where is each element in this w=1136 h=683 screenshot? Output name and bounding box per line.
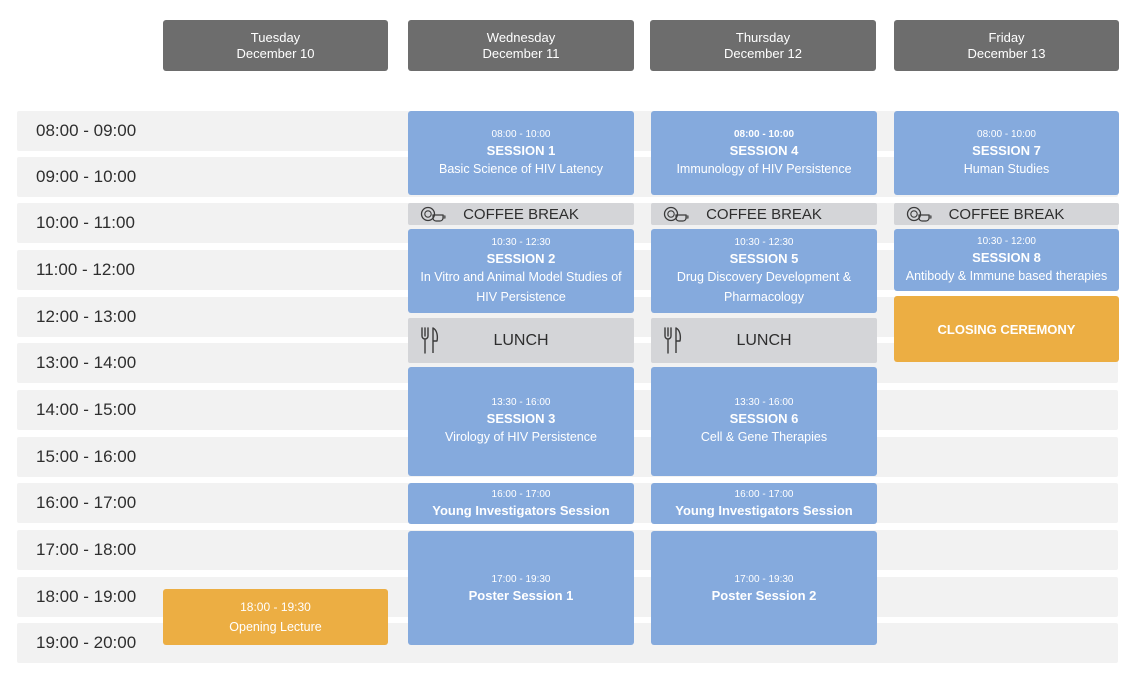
session-time: 08:00 - 10:00 bbox=[491, 128, 551, 140]
lunch-block: LUNCH bbox=[408, 318, 634, 363]
day-name: Tuesday bbox=[250, 29, 301, 45]
coffee-cup-icon bbox=[906, 206, 932, 222]
session-title: Opening Lecture bbox=[229, 620, 322, 634]
session-title: SESSION 5 bbox=[729, 250, 799, 266]
session-time: 16:00 - 17:00 bbox=[734, 489, 794, 500]
session-time: 08:00 - 10:00 bbox=[733, 128, 795, 140]
session-title: SESSION 8 bbox=[972, 249, 1041, 265]
day-name: Wednesday bbox=[486, 29, 556, 45]
time-slot-label: 18:00 - 19:00 bbox=[36, 587, 137, 606]
young-investigators-block[interactable]: 16:00 - 17:00 Young Investigators Sessio… bbox=[651, 483, 877, 524]
coffee-break-block: COFFEE BREAK bbox=[408, 203, 634, 225]
session-description: Immunology of HIV Persistence bbox=[676, 161, 852, 176]
closing-ceremony-block[interactable]: CLOSING CEREMONY bbox=[894, 296, 1119, 362]
break-label: COFFEE BREAK bbox=[706, 205, 822, 223]
session-title: Young Investigators Session bbox=[432, 503, 610, 518]
session-title: Poster Session 2 bbox=[711, 587, 817, 603]
fork-knife-icon bbox=[420, 326, 440, 356]
time-slot-label: 13:00 - 14:00 bbox=[36, 353, 137, 372]
day-header-tuesday: Tuesday December 10 bbox=[163, 20, 388, 71]
time-slot-label: 11:00 - 12:00 bbox=[36, 260, 135, 279]
break-label: COFFEE BREAK bbox=[463, 205, 579, 223]
coffee-break-block: COFFEE BREAK bbox=[651, 203, 877, 225]
fork-knife-icon bbox=[663, 326, 683, 356]
poster-session-block[interactable]: 17:00 - 19:30 Poster Session 1 bbox=[408, 531, 634, 645]
time-slot-label: 17:00 - 18:00 bbox=[36, 540, 137, 559]
session-description: Virology of HIV Persistence bbox=[445, 430, 597, 444]
opening-lecture-block[interactable]: 18:00 - 19:30 Opening Lecture bbox=[163, 589, 388, 645]
session-title: SESSION 6 bbox=[729, 411, 799, 426]
session-time: 10:30 - 12:00 bbox=[977, 235, 1036, 247]
session-2-block[interactable]: 10:30 - 12:30 SESSION 2 In Vitro and Ani… bbox=[408, 229, 634, 313]
session-title: SESSION 3 bbox=[486, 411, 556, 426]
session-description: In Vitro and Animal Model Studies of bbox=[420, 269, 622, 284]
time-slot-label: 08:00 - 09:00 bbox=[36, 121, 137, 140]
day-date: December 12 bbox=[723, 45, 803, 61]
coffee-cup-icon bbox=[420, 206, 446, 222]
break-label: LUNCH bbox=[736, 331, 792, 349]
day-name: Thursday bbox=[735, 29, 791, 45]
day-date: December 10 bbox=[236, 45, 315, 61]
day-name: Friday bbox=[988, 29, 1025, 45]
session-5-block[interactable]: 10:30 - 12:30 SESSION 5 Drug Discovery D… bbox=[651, 229, 877, 313]
session-title: SESSION 4 bbox=[729, 142, 799, 158]
break-label: LUNCH bbox=[493, 331, 549, 349]
session-description: Basic Science of HIV Latency bbox=[439, 161, 603, 176]
session-4-block[interactable]: 08:00 - 10:00 SESSION 4 Immunology of HI… bbox=[651, 111, 877, 195]
session-time: 18:00 - 19:30 bbox=[240, 600, 311, 614]
session-title: SESSION 1 bbox=[486, 142, 556, 158]
session-time: 10:30 - 12:30 bbox=[491, 236, 551, 248]
session-title: Young Investigators Session bbox=[675, 503, 853, 518]
session-time: 13:30 - 16:00 bbox=[734, 397, 794, 408]
session-description: HIV Persistence bbox=[476, 289, 566, 304]
day-header-friday: Friday December 13 bbox=[894, 20, 1119, 71]
session-description: Pharmacology bbox=[724, 289, 804, 304]
coffee-cup-icon bbox=[663, 206, 689, 222]
time-slot-label: 15:00 - 16:00 bbox=[36, 447, 137, 466]
session-time: 10:30 - 12:30 bbox=[734, 236, 794, 248]
session-time: 13:30 - 16:00 bbox=[491, 397, 551, 408]
lunch-block: LUNCH bbox=[651, 318, 877, 363]
day-header-wednesday: Wednesday December 11 bbox=[408, 20, 634, 71]
session-title: SESSION 7 bbox=[972, 142, 1041, 158]
time-slot-label: 19:00 - 20:00 bbox=[36, 633, 137, 652]
session-time: 08:00 - 10:00 bbox=[977, 128, 1036, 140]
session-6-block[interactable]: 13:30 - 16:00 SESSION 6 Cell & Gene Ther… bbox=[651, 367, 877, 476]
session-title: CLOSING CEREMONY bbox=[937, 321, 1076, 337]
session-title: Poster Session 1 bbox=[468, 587, 574, 603]
break-label: COFFEE BREAK bbox=[948, 205, 1065, 223]
poster-session-block[interactable]: 17:00 - 19:30 Poster Session 2 bbox=[651, 531, 877, 645]
session-description: Drug Discovery Development & bbox=[676, 269, 852, 284]
session-1-block[interactable]: 08:00 - 10:00 SESSION 1 Basic Science of… bbox=[408, 111, 634, 195]
session-description: Cell & Gene Therapies bbox=[700, 430, 828, 444]
young-investigators-block[interactable]: 16:00 - 17:00 Young Investigators Sessio… bbox=[408, 483, 634, 524]
time-slot-label: 16:00 - 17:00 bbox=[36, 493, 137, 512]
session-description: Human Studies bbox=[963, 161, 1050, 176]
coffee-break-block: COFFEE BREAK bbox=[894, 203, 1119, 225]
session-time: 17:00 - 19:30 bbox=[734, 573, 794, 585]
session-time: 16:00 - 17:00 bbox=[491, 489, 551, 500]
session-8-block[interactable]: 10:30 - 12:00 SESSION 8 Antibody & Immun… bbox=[894, 229, 1119, 291]
session-time: 17:00 - 19:30 bbox=[491, 573, 551, 585]
day-date: December 11 bbox=[482, 45, 560, 61]
session-title: SESSION 2 bbox=[486, 250, 556, 266]
time-slot-label: 14:00 - 15:00 bbox=[36, 400, 137, 419]
day-date: December 13 bbox=[967, 45, 1046, 61]
session-3-block[interactable]: 13:30 - 16:00 SESSION 3 Virology of HIV … bbox=[408, 367, 634, 476]
time-slot-label: 10:00 - 11:00 bbox=[36, 213, 135, 232]
time-slot-label: 12:00 - 13:00 bbox=[36, 307, 137, 326]
day-header-thursday: Thursday December 12 bbox=[650, 20, 876, 71]
session-7-block[interactable]: 08:00 - 10:00 SESSION 7 Human Studies bbox=[894, 111, 1119, 195]
session-description: Antibody & Immune based therapies bbox=[905, 268, 1108, 283]
time-slot-label: 09:00 - 10:00 bbox=[36, 167, 137, 186]
